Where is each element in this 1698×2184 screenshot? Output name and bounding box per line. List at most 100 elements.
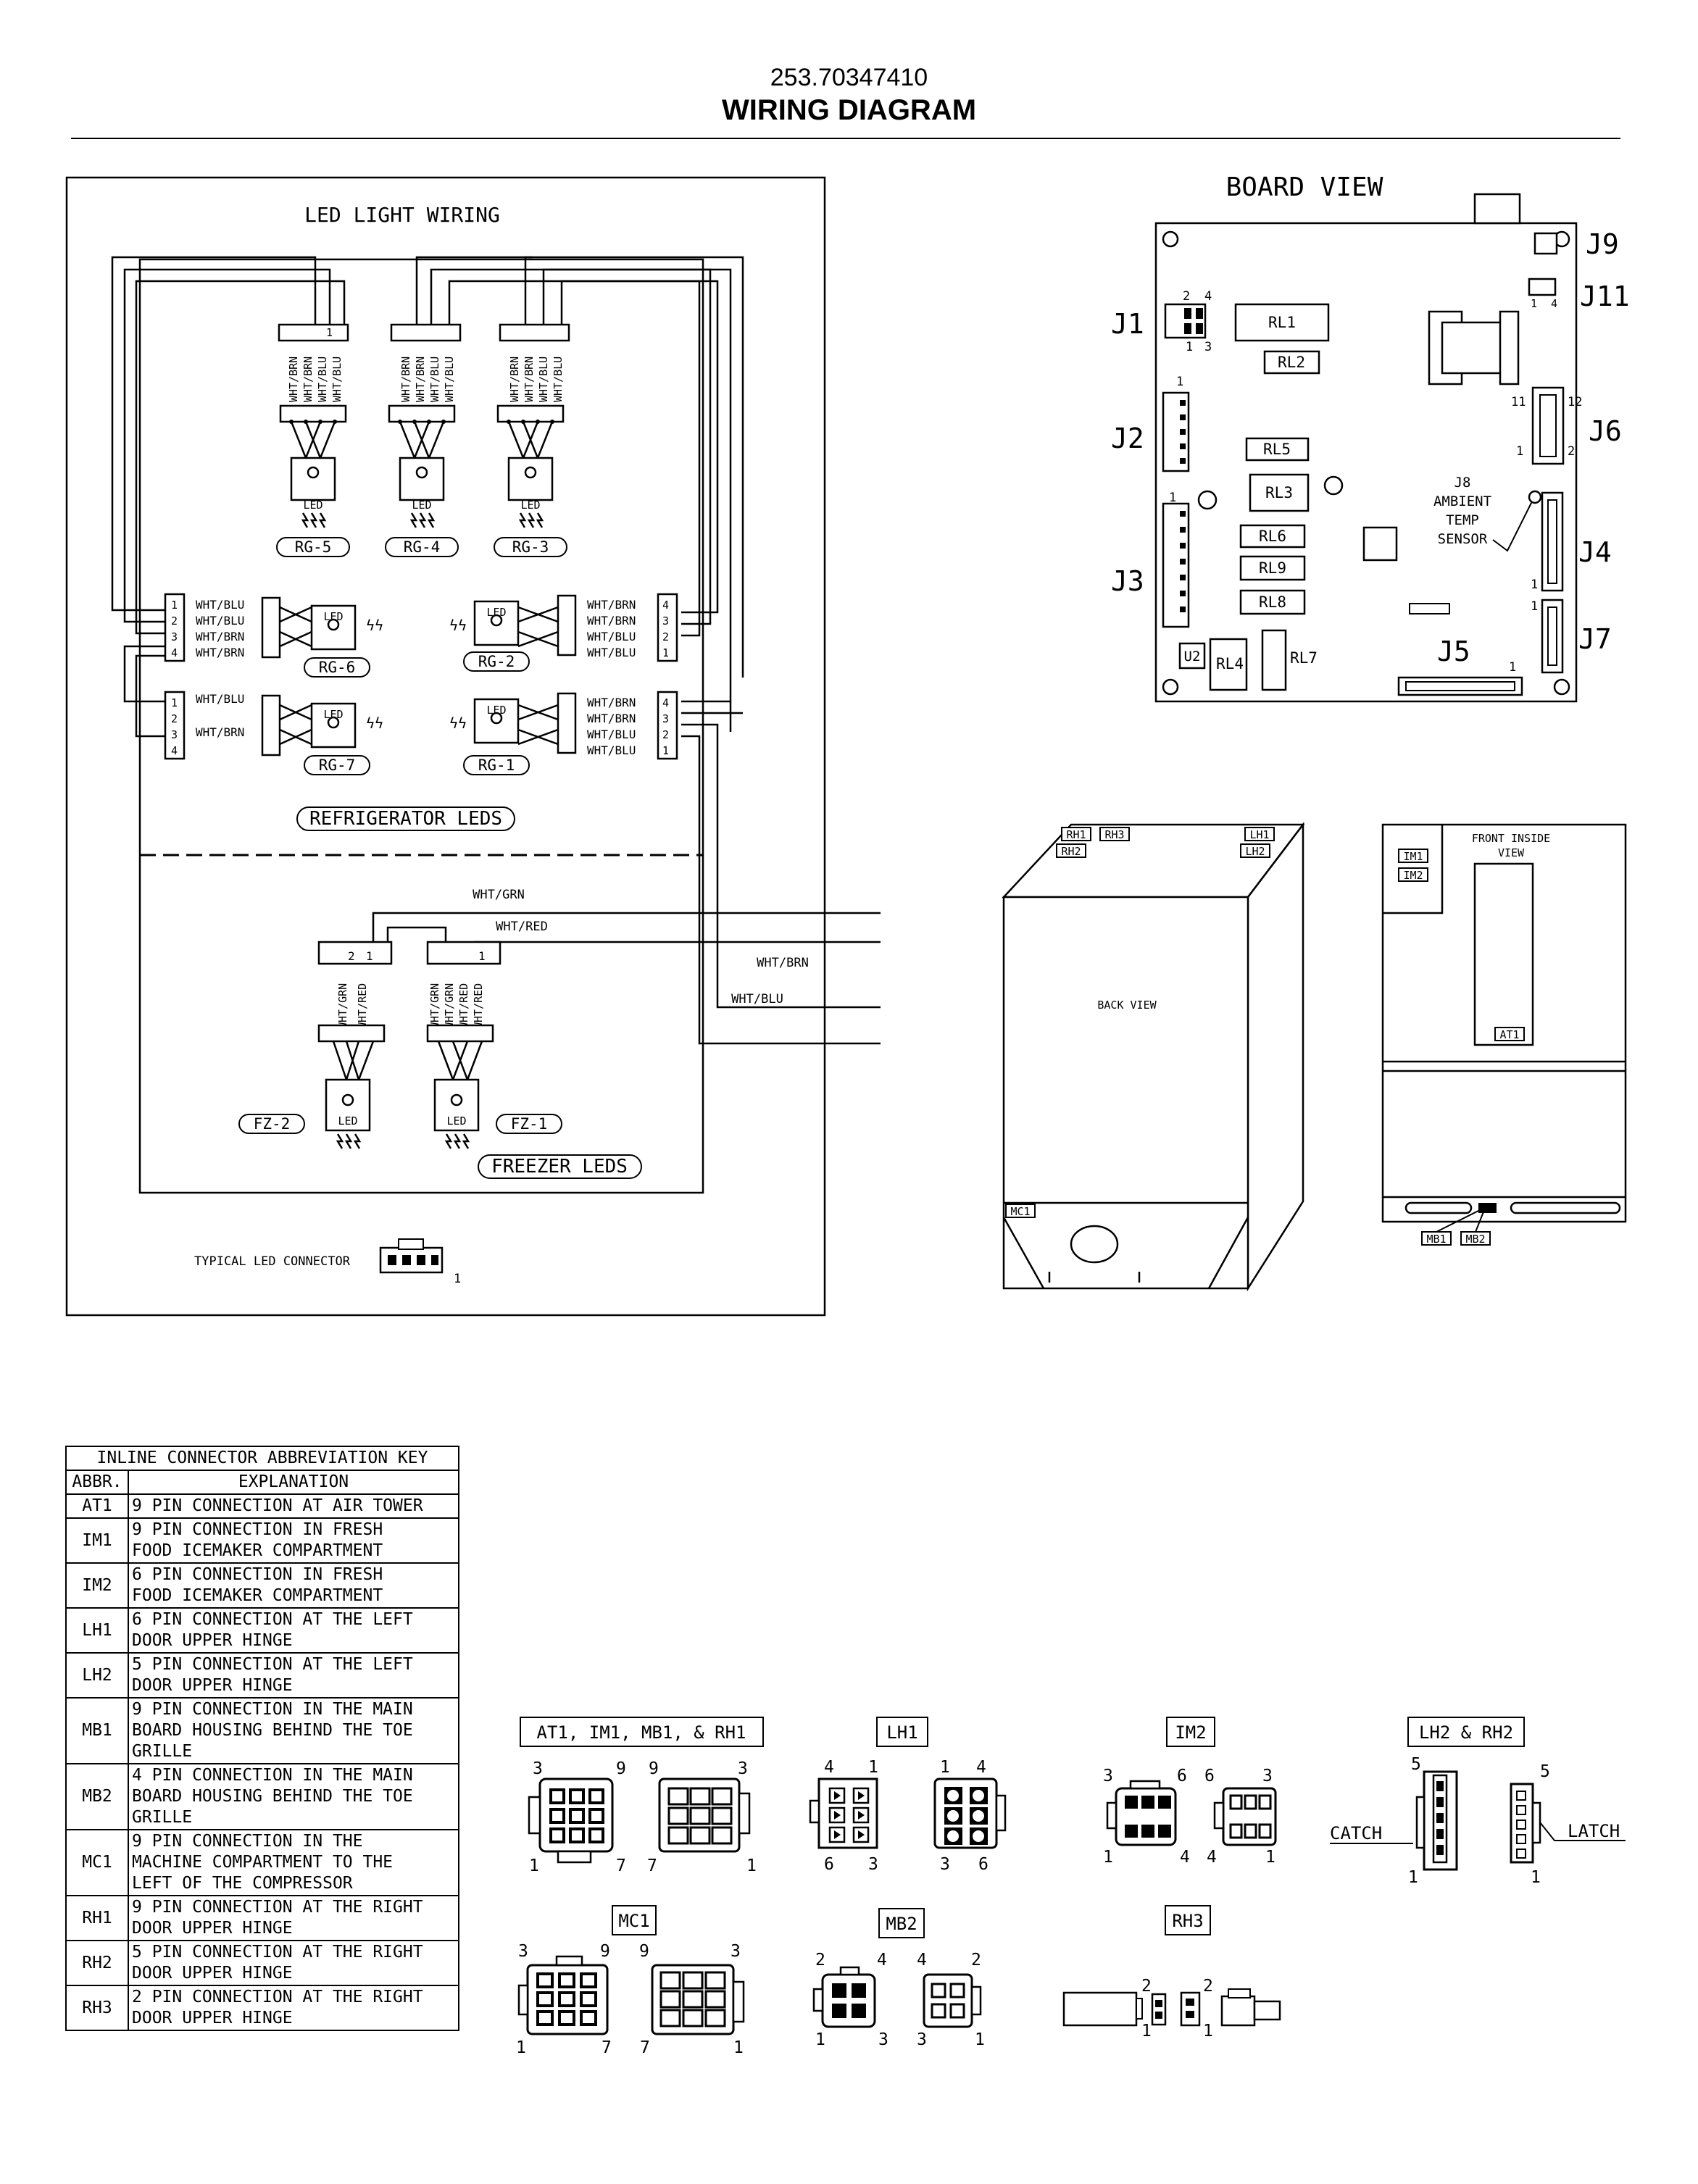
svg-text:LED: LED [338, 1114, 357, 1128]
abbr-cell: MC1 [65, 1829, 129, 1896]
svg-text:2: 2 [1568, 444, 1575, 459]
board-header [1409, 603, 1450, 614]
svg-text:WHT/BRN: WHT/BRN [414, 357, 427, 402]
svg-text:7: 7 [602, 2038, 612, 2057]
at1-connector-front: 3 9 1 7 [528, 1759, 626, 1875]
svg-text:ϟϟ: ϟϟ [366, 714, 383, 732]
svg-text:6: 6 [1177, 1767, 1187, 1785]
mc1-label-box [612, 1905, 657, 1935]
svg-text:2: 2 [171, 712, 178, 725]
svg-text:RL8: RL8 [1259, 593, 1286, 611]
explanation-line: 5 PIN CONNECTION AT THE RIGHT [132, 1943, 423, 1962]
svg-text:4: 4 [877, 1951, 887, 1970]
svg-text:1: 1 [1516, 444, 1523, 459]
module-fz-1: LED FZ-1 [426, 1024, 562, 1150]
svg-text:J9: J9 [1586, 228, 1619, 260]
mc1-connector-front: 3 9 1 7 [516, 1942, 612, 2057]
svg-text:1: 1 [1141, 2022, 1152, 2041]
power-connector [1473, 193, 1521, 225]
svg-text:LED: LED [303, 499, 322, 512]
svg-text:WHT/BRN: WHT/BRN [587, 614, 636, 628]
svg-text:12: 12 [1568, 395, 1582, 409]
explanation-cell: 9 PIN CONNECTION AT AIR TOWER [128, 1493, 459, 1519]
front-view-tags: IM1 IM2 AT1 MB1 MB2 [1398, 849, 1525, 1246]
im2-connector-front: 3 6 1 4 [1103, 1767, 1190, 1867]
ic-chip [1362, 526, 1398, 562]
wire-label-red: WHT/RED [496, 920, 548, 934]
svg-text:WHT/BRN: WHT/BRN [587, 712, 636, 725]
svg-text:2: 2 [1141, 1977, 1152, 1996]
svg-text:9: 9 [616, 1759, 626, 1778]
svg-text:3: 3 [738, 1759, 748, 1778]
svg-text:J4: J4 [1578, 536, 1612, 568]
svg-text:1: 1 [1186, 340, 1193, 354]
svg-text:2: 2 [971, 1951, 981, 1970]
rh3-label: RH3 [1172, 1911, 1203, 1931]
explanation-line: GRILLE [132, 1742, 193, 1761]
connector-j9: J9 [1533, 228, 1619, 260]
svg-text:RG-4: RG-4 [404, 538, 441, 556]
explanation-line: 9 PIN CONNECTION AT AIR TOWER [132, 1496, 423, 1515]
right-connector-upper: WHT/BRN WHT/BRN WHT/BLU WHT/BLU 4 3 2 1 [587, 593, 678, 662]
explanation-cell: 9 PIN CONNECTION IN THE MACHINE COMPARTME… [128, 1829, 459, 1896]
svg-text:1: 1 [1531, 1868, 1541, 1887]
freezer-leds-badge [478, 1154, 642, 1179]
svg-text:1: 1 [516, 2038, 526, 2057]
abbreviation-key-table: INLINE CONNECTOR ABBREVIATION KEY ABBR. … [65, 1446, 459, 2031]
svg-text:1: 1 [326, 326, 333, 339]
svg-text:1: 1 [478, 949, 486, 963]
connector-j1: J1 2 4 1 3 [1111, 289, 1212, 354]
rh3-label-box [1165, 1905, 1211, 1935]
svg-text:2: 2 [1203, 1977, 1213, 1996]
svg-text:AMBIENT: AMBIENT [1433, 493, 1491, 509]
svg-text:3: 3 [917, 2030, 927, 2049]
svg-text:1: 1 [1509, 660, 1516, 675]
explanation-line: MACHINE COMPARTMENT TO THE [132, 1853, 394, 1872]
left-connector-lower: 1 2 3 4 WHT/BLU WHT/BRN [164, 691, 244, 760]
svg-text:2: 2 [815, 1951, 825, 1970]
svg-text:LED: LED [446, 1114, 466, 1128]
svg-text:J7: J7 [1578, 623, 1612, 655]
svg-text:RG-7: RG-7 [319, 757, 356, 774]
explanation-line: DOOR UPPER HINGE [132, 1631, 293, 1650]
front-view-title-2: VIEW [1498, 846, 1525, 859]
freezer-connector-right: 1 [426, 941, 502, 965]
svg-text:1: 1 [1103, 1848, 1113, 1867]
svg-text:RH3: RH3 [1104, 828, 1124, 841]
svg-text:WHT/BLU: WHT/BLU [587, 728, 636, 741]
lh2-connector: 5 1 CATCH [1330, 1755, 1458, 1887]
connector-j7: 1 J7 [1531, 599, 1612, 674]
svg-text:4: 4 [171, 646, 178, 659]
svg-text:RL6: RL6 [1259, 528, 1286, 545]
abbr-cell: MB1 [65, 1697, 129, 1764]
svg-text:RG-5: RG-5 [295, 538, 332, 556]
lh1-label-box [876, 1717, 928, 1747]
svg-text:4: 4 [1180, 1848, 1190, 1867]
svg-text:WHT/BRN: WHT/BRN [196, 646, 244, 659]
svg-text:LED: LED [486, 704, 506, 717]
svg-text:MB1: MB1 [1426, 1233, 1446, 1246]
u2-chip: U2 [1178, 642, 1206, 670]
svg-text:WHT/BRN: WHT/BRN [587, 696, 636, 709]
svg-text:4: 4 [171, 744, 178, 757]
svg-text:IM2: IM2 [1403, 869, 1423, 882]
svg-text:WHT/BLU: WHT/BLU [196, 614, 244, 628]
svg-text:RG-3: RG-3 [512, 538, 549, 556]
svg-text:FZ-2: FZ-2 [254, 1115, 291, 1133]
connector-j3: J3 1 [1111, 491, 1190, 628]
wire-label-blu: WHT/BLU [731, 992, 783, 1006]
svg-text:1: 1 [1203, 2022, 1213, 2041]
lh1-connector-back: 1 4 3 6 [933, 1758, 1007, 1874]
refrigerator-back-view [1002, 822, 1305, 1292]
svg-text:9: 9 [649, 1759, 659, 1778]
explanation-line: 9 PIN CONNECTION IN THE [132, 1832, 363, 1851]
board-mount-holes [1162, 230, 1570, 696]
svg-text:ϟϟ: ϟϟ [449, 617, 467, 634]
rh3-connector: 2 1 2 1 [1062, 1977, 1281, 2041]
explanation-line: DOOR UPPER HINGE [132, 1919, 293, 1938]
